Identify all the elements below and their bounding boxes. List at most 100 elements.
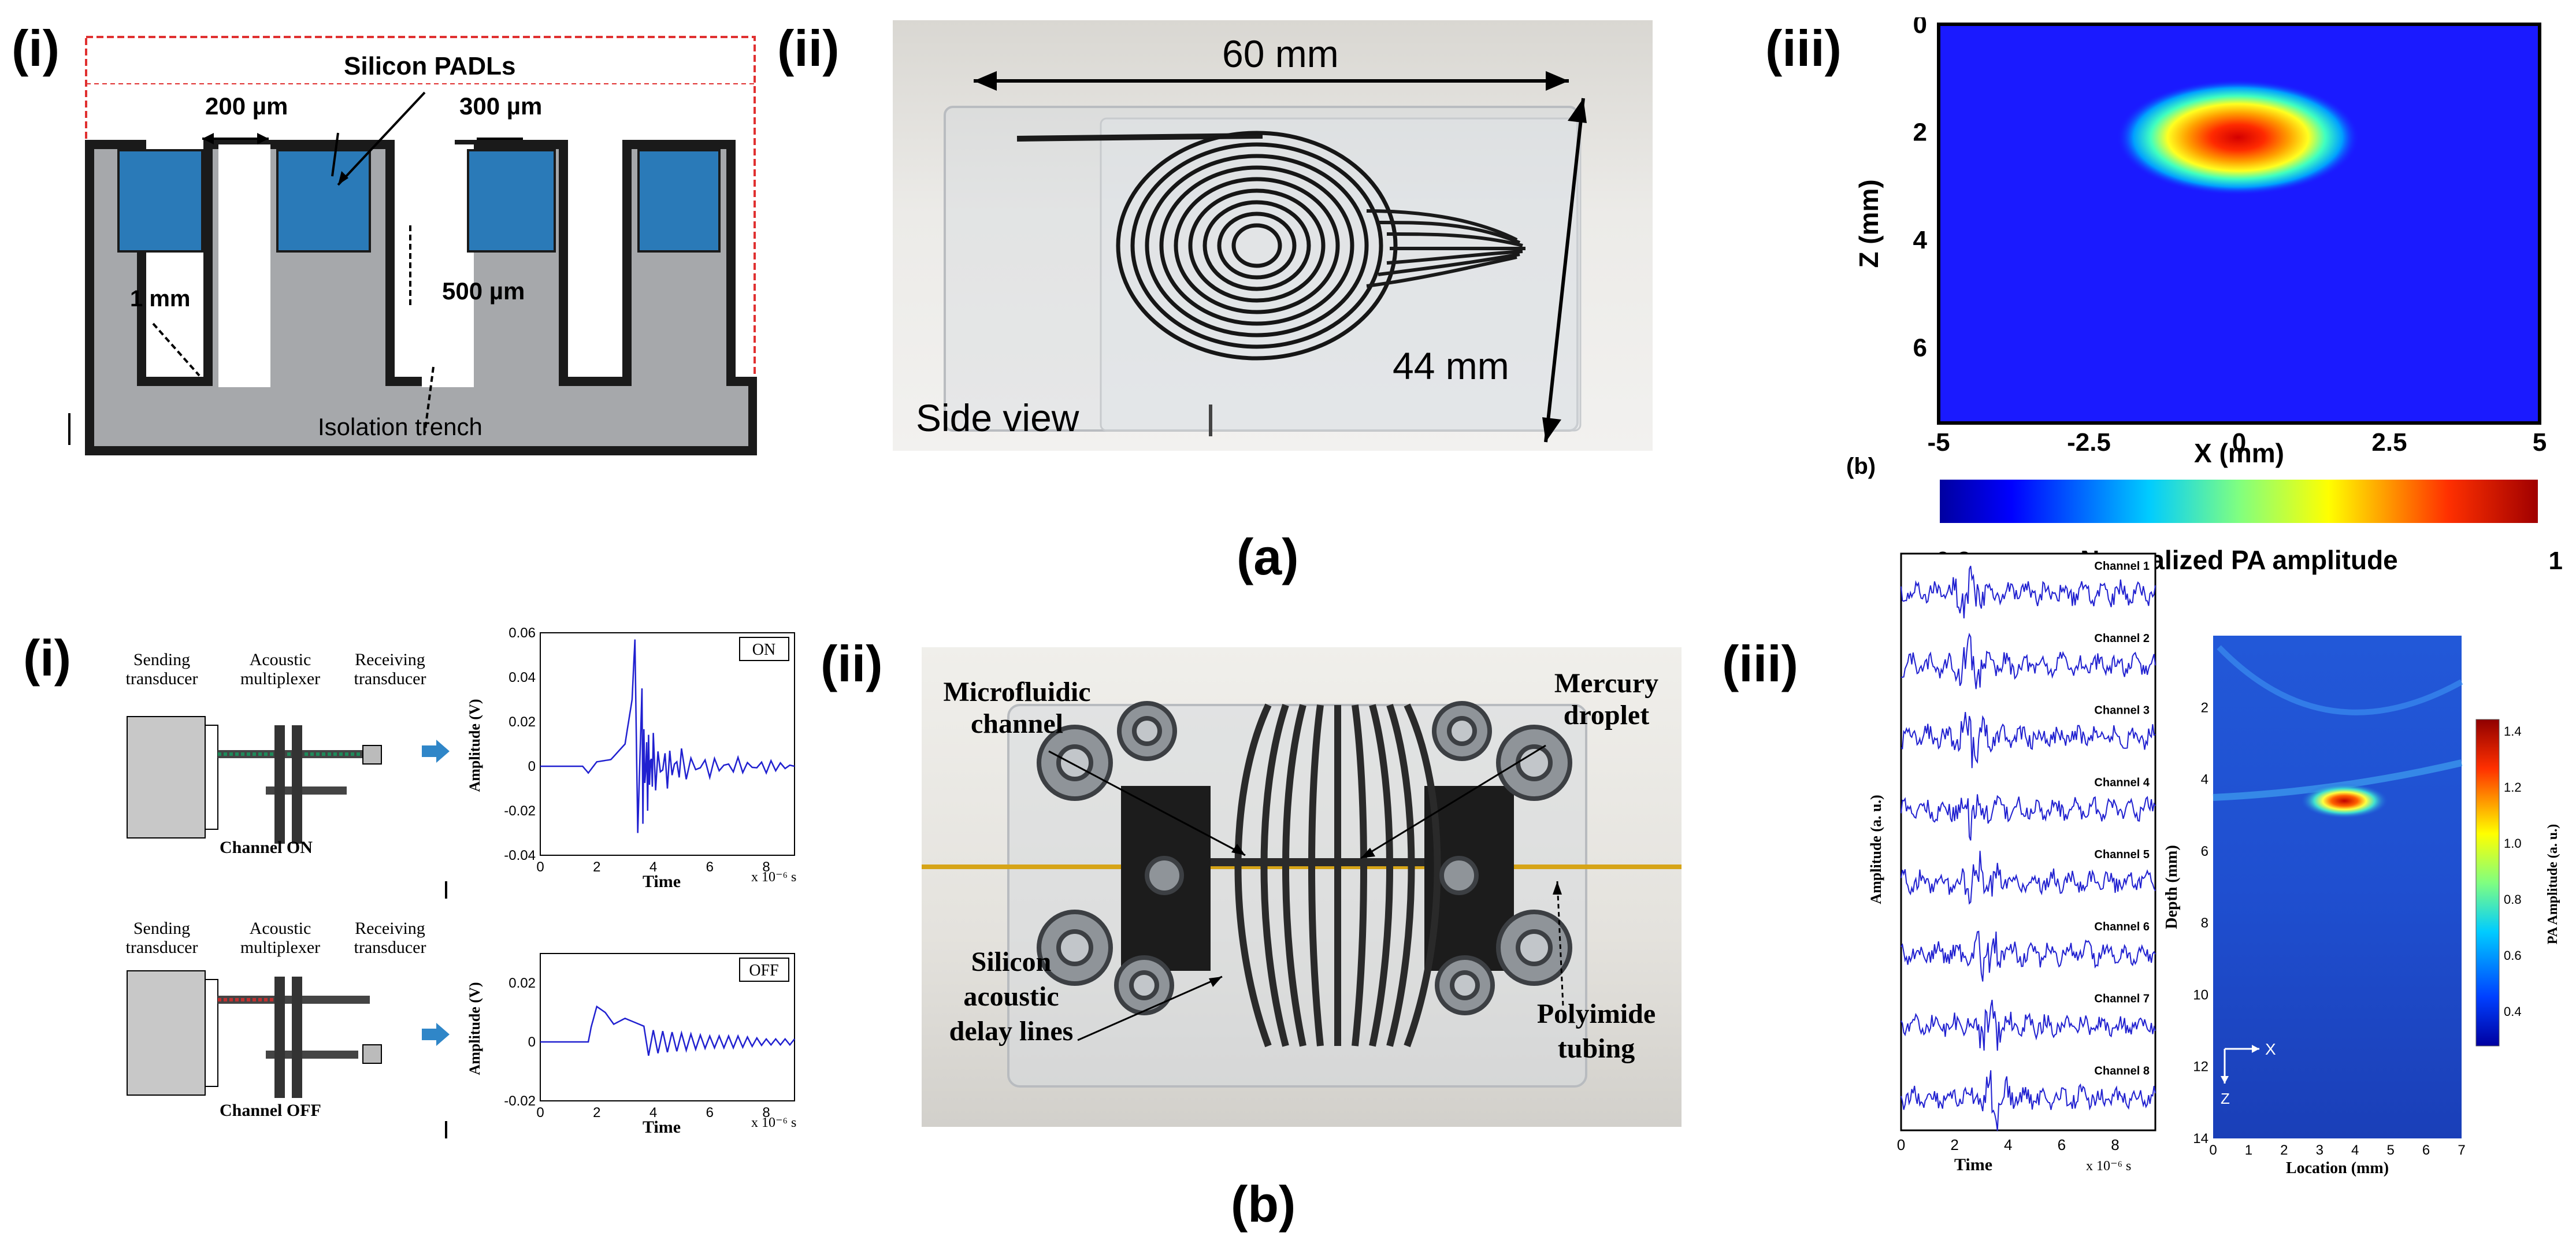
silicon-padls-label: Silicon PADLs [344, 52, 516, 80]
x-tick-label: 8 [762, 1105, 770, 1121]
x-tick-label: 0 [536, 859, 544, 875]
x-tick-label: 2 [1950, 1136, 1958, 1153]
dim-gap-label: 200 µm [205, 92, 288, 120]
on-signal-line [540, 639, 795, 833]
x-tick-label: 4 [2351, 1142, 2359, 1158]
y-tick-label: 14 [2193, 1131, 2208, 1147]
channel-trace [1901, 1000, 2156, 1051]
dim-width-label: 300 µm [459, 92, 543, 120]
panel-label-a-iii: (iii) [1765, 20, 1842, 77]
x-tick-label: 2.5 [2371, 428, 2407, 457]
y-tick-label: 0.06 [508, 627, 536, 641]
on-x-unit: x 10⁻⁶ s [751, 870, 796, 885]
x-tick-label: 2 [593, 859, 600, 875]
y-tick-label: 12 [2193, 1059, 2208, 1075]
channel-off-label: Channel OFF [220, 1101, 321, 1120]
y-tick-label: 4 [2201, 772, 2208, 788]
channel-label: Channel 4 [2094, 776, 2150, 789]
arrow-right-icon [422, 740, 451, 763]
x-tick-label: 8 [2111, 1136, 2119, 1153]
panel-label-b-i: (i) [23, 629, 72, 687]
tick-mark [445, 881, 447, 899]
sending-transducer-off: Sending transducer [125, 919, 198, 957]
tick-mark [445, 1121, 447, 1138]
panel-label-a-ii: (ii) [777, 20, 840, 77]
channel-on-label: Channel ON [220, 838, 313, 857]
polyimide-tubing-label: Polyimide tubing [1536, 999, 1656, 1064]
x-tick-label: 1 [2245, 1142, 2252, 1158]
x-tick-label: 6 [2422, 1142, 2430, 1158]
x-tick-label: -2.5 [2067, 428, 2111, 457]
channels-x-label: Time [1954, 1155, 1992, 1174]
channels-y-label: Amplitude (a. u.) [1868, 795, 1884, 904]
receiving-transducer-off: Receiving transducer [354, 919, 426, 957]
colorbar-y-label: PA Amplitude (a. u.) [2545, 824, 2560, 944]
corner-z-axis: Z [2221, 1090, 2230, 1107]
dim-60mm-label: 60 mm [1222, 32, 1339, 75]
device-top-photo: Microfluidic channel Mercury droplet Sil… [922, 647, 1682, 1127]
x-tick-label: 4 [649, 859, 657, 875]
x-tick-label: 6 [706, 859, 714, 875]
colorbar-tick-label: 0.4 [2504, 1004, 2522, 1019]
off-signal-line [540, 1005, 795, 1056]
panel-label-b-iii: (iii) [1722, 635, 1798, 692]
x-axis-label: X (mm) [2194, 438, 2284, 468]
x-tick-label: 4 [2004, 1136, 2012, 1153]
y-tick-label: 2 [1913, 118, 1927, 146]
y-tick-label: 0 [528, 1034, 536, 1050]
channel-label: Channel 8 [2094, 1064, 2150, 1077]
row-label-a: (a) [1237, 528, 1299, 585]
y-tick-label: 2 [2201, 700, 2208, 715]
colorbar-tick-label: 1.4 [2504, 724, 2522, 739]
side-view-label: Side view [916, 396, 1079, 439]
channel-label: Channel 2 [2094, 632, 2150, 645]
panel-label-b-ii: (ii) [821, 635, 883, 692]
channel-label: Channel 6 [2094, 921, 2150, 933]
off-badge: OFF [749, 962, 778, 980]
channels-x-unit: x 10⁻⁶ s [2086, 1159, 2131, 1174]
screw-heads [1037, 701, 1572, 1015]
y-tick-label: 10 [2193, 987, 2208, 1003]
y-tick-label: -0.02 [504, 803, 536, 819]
channel-label: Channel 1 [2094, 560, 2150, 573]
colorbar-tick-label: 1.0 [2504, 836, 2522, 851]
x-tick-label: 4 [649, 1105, 657, 1121]
x-tick-label: 0 [2232, 428, 2246, 457]
off-x-unit: x 10⁻⁶ s [751, 1115, 796, 1130]
panel-label-a-i: (i) [12, 20, 60, 77]
x-tick-label: 8 [762, 859, 770, 875]
sub-label-b: (b) [1846, 454, 1876, 479]
y-tick-label: 0.02 [508, 975, 536, 991]
on-x-label: Time [643, 872, 681, 891]
sending-transducer-on: Sending transducer [125, 650, 198, 688]
channel-trace [1901, 711, 2156, 769]
channel-trace [1901, 566, 2156, 619]
delay-lines [1234, 703, 1441, 1048]
x-tick-label: -5 [1927, 428, 1950, 457]
x-tick-label: 0 [536, 1105, 544, 1121]
location-x-label: Location (mm) [2286, 1159, 2389, 1177]
x-tick-label: 7 [2458, 1142, 2465, 1158]
arrow-right-icon [422, 1023, 451, 1046]
colorbar-tick-label: 0.6 [2504, 948, 2522, 963]
colorbar-max: 1 [2549, 547, 2563, 575]
channel-trace [1901, 794, 2156, 841]
x-tick-label: 2 [2280, 1142, 2288, 1158]
x-tick-label: 6 [706, 1105, 714, 1121]
mux-off-diagram: Sending transducer Acoustic multiplexer … [116, 919, 439, 1127]
y-tick-label: 8 [2201, 915, 2208, 931]
y-tick-label: 6 [1913, 333, 1927, 362]
acoustic-mux-off: Acoustic multiplexer [240, 919, 321, 957]
channel-label: Channel 7 [2094, 993, 2150, 1006]
off-x-label: Time [643, 1118, 681, 1137]
x-tick-label: 0 [1897, 1136, 1905, 1153]
tick-mark [68, 413, 70, 445]
on-y-label: Amplitude (V) [466, 699, 483, 792]
depth-colorbar [2475, 719, 2500, 1047]
heatmap-background [1937, 23, 2541, 425]
y-tick-label: 4 [1913, 226, 1928, 254]
y-tick-label: 0 [528, 759, 536, 774]
